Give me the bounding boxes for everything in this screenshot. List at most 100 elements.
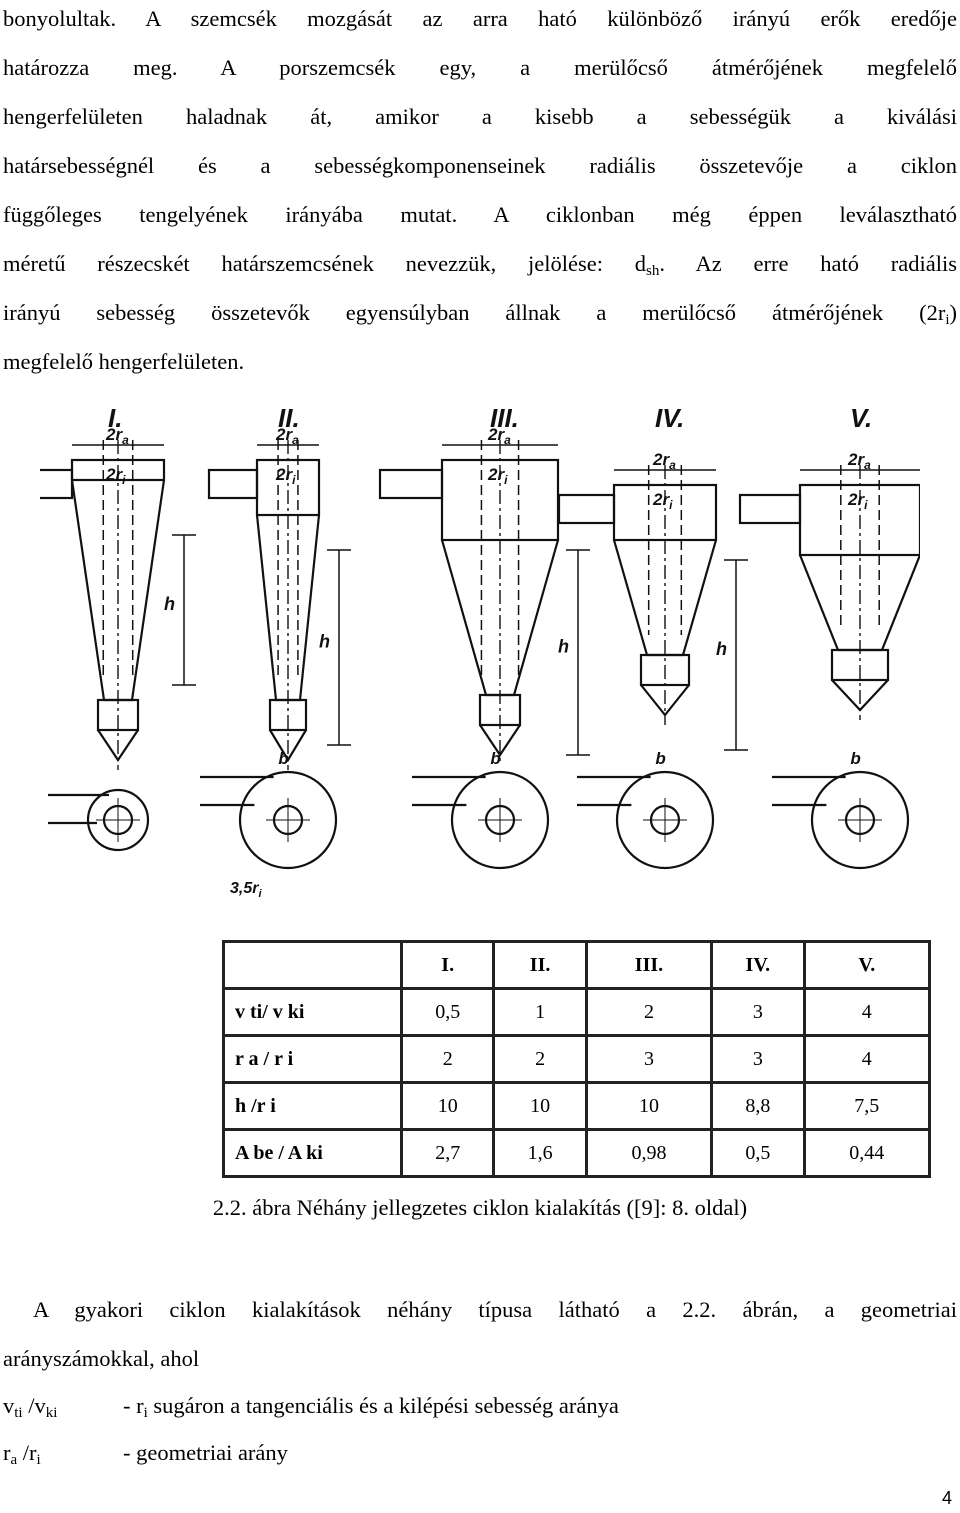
plan-view-outer: [238, 770, 338, 870]
dimension-subscript: i: [122, 473, 126, 487]
row-label: h /r i: [222, 1081, 403, 1131]
table-cell: 7,5: [802, 1081, 932, 1131]
inlet-pipe: [207, 468, 259, 500]
table-cell: 4: [802, 987, 932, 1037]
dimension-label: 2ra: [105, 425, 129, 447]
row-label: A be / A ki: [222, 1128, 403, 1178]
inlet-pipe: [557, 493, 616, 525]
plan-inlet: [412, 775, 486, 807]
table-header-cell: V.: [802, 940, 932, 990]
dimension-subscript: a: [122, 433, 129, 447]
dimension-label: 2ri: [275, 465, 296, 487]
cyclone-type-label: I.: [108, 403, 122, 433]
vortex-finder: [647, 465, 683, 635]
vortex-finder: [840, 465, 880, 630]
inlet-pipe: [40, 468, 74, 500]
definition-text: - ri sugáron a tangenciális és a kilépés…: [123, 1393, 619, 1421]
dimension-label: b: [490, 749, 500, 768]
dimension-label: h: [558, 637, 569, 657]
intro-paragraph: bonyolultak. A szemcsék mozgását az arra…: [3, 0, 957, 386]
text-line: A gyakori ciklon kialakítások néhány típ…: [33, 1297, 957, 1322]
dimension-label: 2ri: [105, 465, 126, 487]
table-cell: 10: [492, 1081, 588, 1131]
outlet-tip: [479, 724, 521, 757]
dimension-subscript: i: [258, 888, 262, 900]
dimension-label: 2ra: [847, 450, 871, 472]
dimension-subscript: a: [292, 433, 299, 447]
text-line: hengerfelületen haladnak át, amikor a ki…: [3, 104, 957, 129]
dimension-label: h: [164, 594, 175, 614]
table-cell: 10: [584, 1081, 714, 1131]
table-cell: 0,44: [802, 1128, 932, 1178]
dimension-subscript: a: [504, 433, 511, 447]
vortex-finder: [480, 440, 520, 675]
table-row: A be / A ki 2,7 1,6 0,98 0,5 0,44: [222, 1128, 932, 1178]
subscript: i: [945, 312, 950, 328]
dimension-label: h: [319, 632, 330, 652]
text-line: függőleges tengelyének irányába mutat. A…: [3, 202, 957, 227]
dimension-label: 2ra: [652, 450, 676, 472]
plan-view-outer: [86, 788, 150, 852]
dimension-label: b: [655, 749, 665, 768]
definition-text: - geometriai arány: [123, 1440, 288, 1465]
table-cell: 0,5: [399, 987, 496, 1037]
text-line: irányú sebesség összetevők egyensúlyban …: [3, 288, 957, 337]
plan-inlet: [577, 775, 651, 807]
dimension-subscript: a: [669, 458, 676, 472]
table-row: r a / r i 2 2 3 3 4: [222, 1034, 932, 1084]
table-header-cell: II.: [492, 940, 588, 990]
plan-inlet: [772, 775, 846, 807]
definition-symbol: ra /ri: [3, 1440, 41, 1468]
table-row: v ti/ v ki 0,5 1 2 3 4: [222, 987, 932, 1037]
plan-inlet: [200, 775, 274, 807]
dimension-label: 3,5ri: [230, 880, 262, 900]
vortex-finder: [102, 440, 134, 680]
table-header-cell: III.: [584, 940, 714, 990]
plan-inlet: [48, 793, 109, 825]
ratio-table: I. II. III. IV. V. v ti/ v ki 0,5 1 2 3 …: [222, 940, 932, 1178]
dimension-label: 2ri: [652, 490, 673, 512]
table-cell: 10: [399, 1081, 496, 1131]
cyclone-type-label: III.: [490, 403, 519, 433]
dimension-subscript: i: [864, 498, 868, 512]
text-line: határozza meg. A porszemcsék egy, a merü…: [3, 55, 957, 80]
dimension-label: 2ri: [847, 490, 868, 512]
dimension-subscript: a: [864, 458, 871, 472]
plan-view-outer: [810, 770, 910, 870]
dimension-subscript: i: [292, 473, 296, 487]
dimension-label: h: [716, 639, 727, 659]
inlet-pipe: [378, 468, 444, 500]
table-cell: 2: [399, 1034, 496, 1084]
dimension-label: b: [278, 749, 288, 768]
dimension-label: b: [850, 749, 860, 768]
table-cell: 8,8: [710, 1081, 806, 1131]
table-cell: 1,6: [492, 1128, 588, 1178]
table-header-cell: I.: [399, 940, 496, 990]
table-row: h /r i 10 10 10 8,8 7,5: [222, 1081, 932, 1131]
row-label: v ti/ v ki: [222, 987, 403, 1037]
dimension-label: 2ri: [487, 465, 508, 487]
definition-symbol: vti /vki: [3, 1393, 58, 1421]
figure-caption: 2.2. ábra Néhány jellegzetes ciklon kial…: [212, 1195, 748, 1220]
table-cell: 1: [492, 987, 588, 1037]
page-number: 4: [941, 1488, 952, 1508]
row-label: r a / r i: [222, 1034, 403, 1084]
table-header-row: I. II. III. IV. V.: [222, 940, 932, 990]
text-fragment: irányú sebesség összetevők egyensúlyban …: [3, 300, 946, 325]
table-cell: 2: [492, 1034, 588, 1084]
subscript: sh: [646, 263, 660, 279]
text-line: méretű részecskét határszemcsének nevezz…: [3, 239, 957, 288]
table-cell: 0,5: [710, 1128, 806, 1178]
cyclone-type-label: II.: [278, 403, 300, 433]
text-line: megfelelő hengerfelületen.: [3, 349, 245, 374]
table-header-cell: IV.: [710, 940, 806, 990]
table-cell: 4: [802, 1034, 932, 1084]
plan-view-outer: [450, 770, 550, 870]
cyclone-drawings: I.2ra2rihII.2ra2rihbIII.2ra2rihbIV.2ra2r…: [40, 403, 920, 900]
vortex-finder: [277, 440, 299, 680]
text-line: bonyolultak. A szemcsék mozgását az arra…: [3, 6, 957, 31]
table-cell: 2,7: [399, 1128, 496, 1178]
